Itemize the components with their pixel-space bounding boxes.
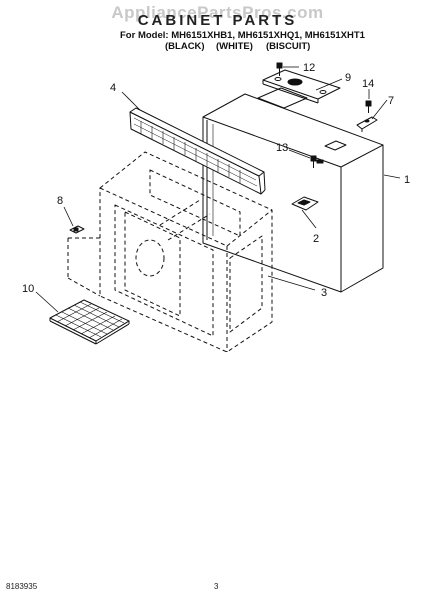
callout-4: 4 — [110, 82, 116, 94]
part-screw-13 — [310, 155, 317, 168]
color-black: (BLACK) — [165, 41, 205, 52]
callout-3: 3 — [321, 287, 327, 299]
part-screw-12 — [276, 62, 283, 76]
callout-14: 14 — [362, 78, 374, 90]
diagram-title: CABINET PARTS — [137, 12, 298, 29]
callout-8: 8 — [57, 195, 63, 207]
watermark: AppliancePartsPros.com — [111, 3, 324, 22]
callout-12: 12 — [303, 62, 315, 74]
callout-labels: 4 1 2 3 9 12 14 7 13 8 10 — [22, 62, 410, 299]
callout-9: 9 — [345, 72, 351, 84]
page-number: 3 — [214, 582, 219, 591]
leader-lines — [35, 66, 401, 313]
callout-1: 1 — [404, 174, 410, 186]
part-clip-7 — [356, 116, 378, 132]
part-bracket-2 — [291, 196, 319, 211]
callout-13: 13 — [276, 142, 288, 154]
part-cabinet-wrapper — [202, 87, 384, 293]
part-oven-cavity — [67, 151, 273, 353]
color-biscuit: (BISCUIT) — [266, 41, 311, 52]
part-clip-8 — [69, 225, 85, 234]
part-filter-10 — [49, 299, 130, 345]
part-top-plate — [262, 69, 341, 104]
part-vent-grille — [129, 107, 266, 195]
part-screw-14 — [365, 100, 372, 113]
color-white: (WHITE) — [216, 41, 253, 52]
callout-10: 10 — [22, 283, 34, 295]
callout-2: 2 — [313, 233, 319, 245]
model-line: For Model: MH6151XHB1, MH6151XHQ1, MH615… — [120, 30, 365, 41]
doc-number: 8183935 — [6, 582, 38, 591]
callout-7: 7 — [388, 95, 394, 107]
